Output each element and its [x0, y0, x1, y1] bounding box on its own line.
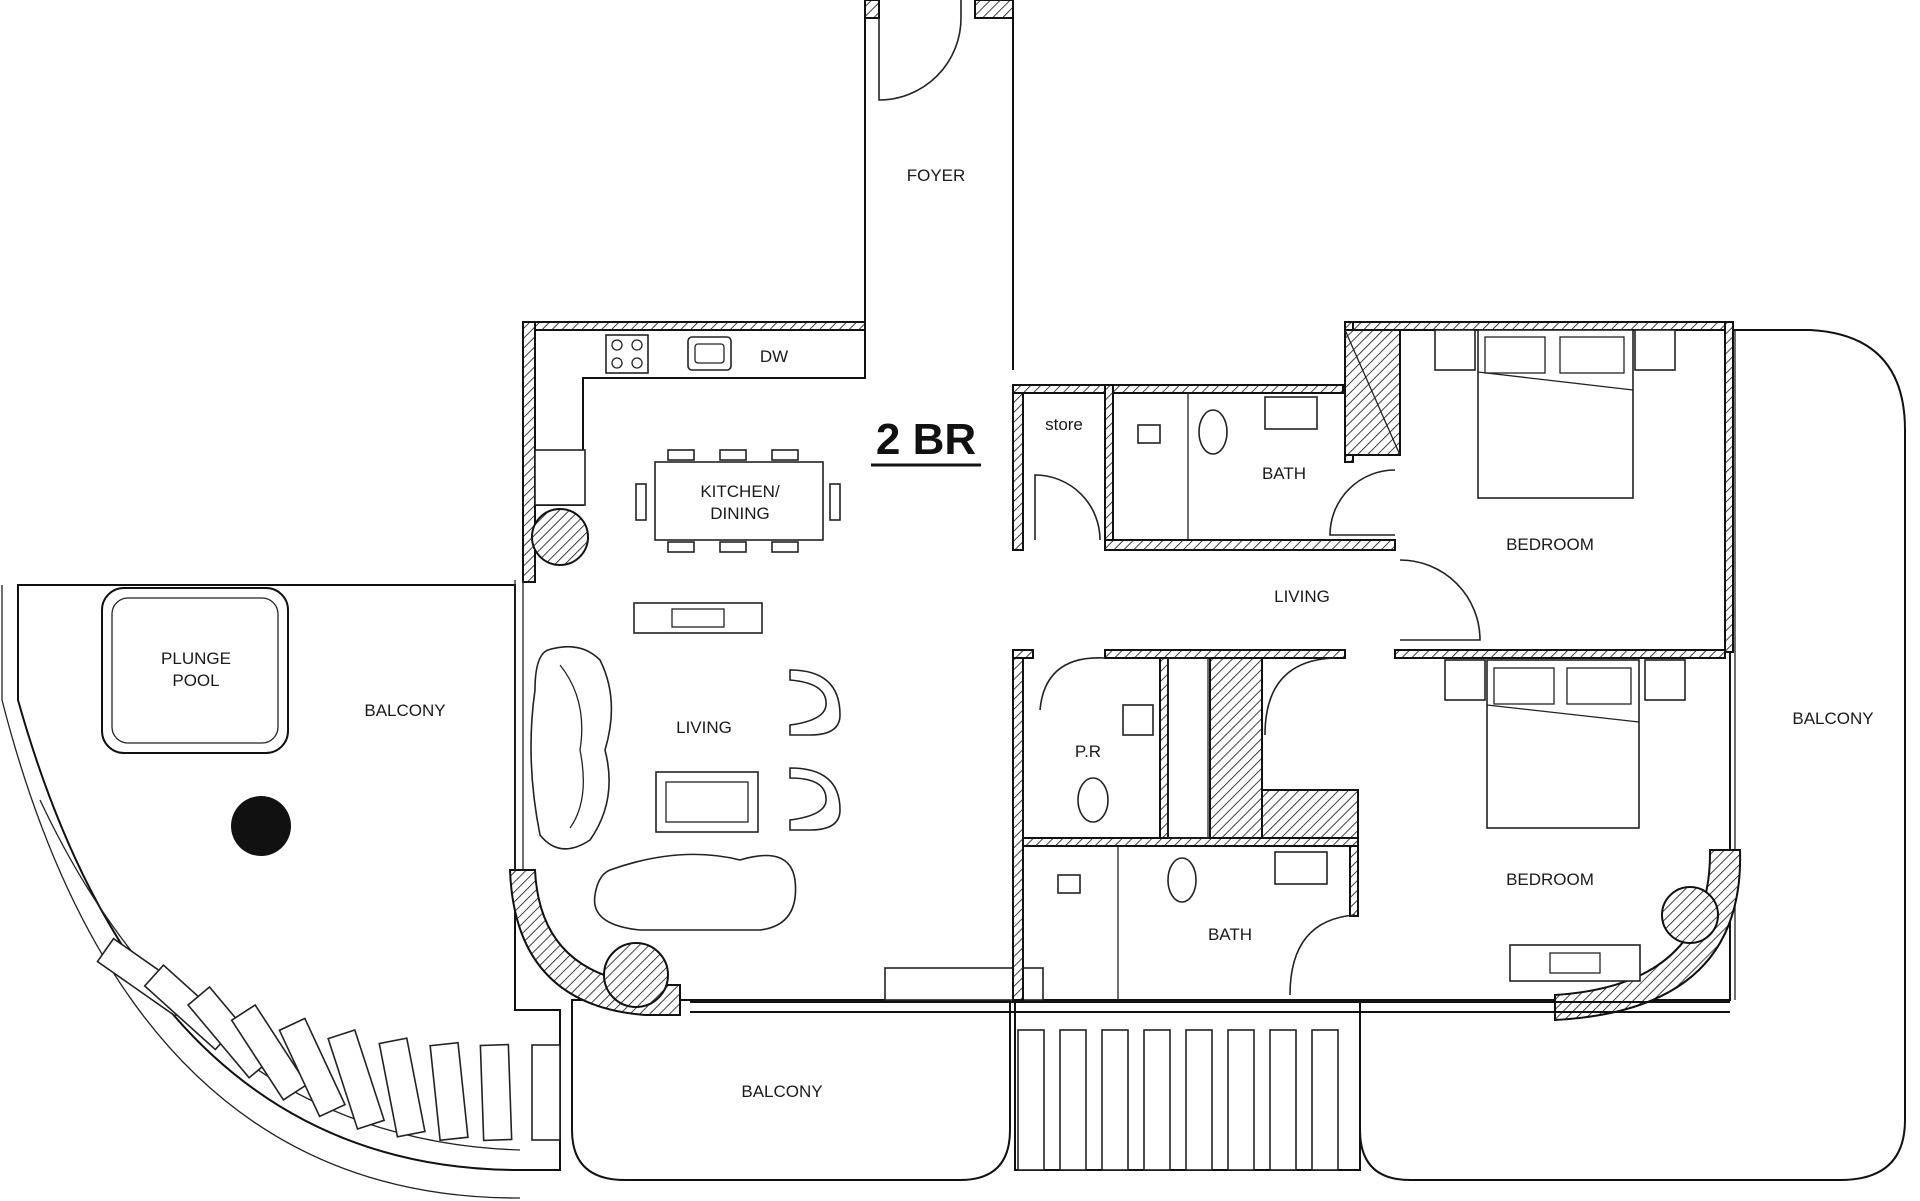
label-plunge-line1: PLUNGE [161, 649, 231, 668]
label-living-hall: LIVING [1274, 587, 1330, 606]
upper-right-wall [1724, 321, 1734, 653]
balcony-bottom-outline [571, 999, 1361, 1181]
plan-title: 2 BR [876, 415, 976, 464]
foyer-walls [864, 0, 1014, 370]
store-bath-upper-walls [1012, 329, 1401, 551]
label-balcony-bottom: BALCONY [741, 1082, 822, 1101]
label-bath-upper: BATH [1262, 464, 1306, 483]
kitchen-counter [531, 329, 866, 566]
pr-bath-lower-walls [1012, 649, 1359, 1001]
label-living-main: LIVING [676, 718, 732, 737]
bedroom-lower [1444, 659, 1719, 982]
label-balcony-left: BALCONY [364, 701, 445, 720]
label-balcony-right: BALCONY [1792, 709, 1873, 728]
label-bedroom-lower: BEDROOM [1506, 870, 1594, 889]
label-bath-lower: BATH [1208, 925, 1252, 944]
loungers-straight [1017, 1029, 1339, 1171]
label-foyer: FOYER [907, 166, 966, 185]
dining-table [635, 449, 841, 553]
label-plunge-line2: POOL [172, 671, 219, 690]
planter-dark [231, 796, 291, 856]
glazing-bottom [514, 580, 1730, 1013]
label-pr: P.R [1075, 742, 1101, 761]
label-bedroom-upper: BEDROOM [1506, 535, 1594, 554]
label-kitchen-line1: KITCHEN/ [700, 482, 780, 501]
label-kitchen-line2: DINING [710, 504, 770, 523]
plunge-pool [101, 587, 289, 754]
label-dw: DW [760, 347, 788, 366]
loungers-curved [96, 937, 561, 1142]
bedroom-divider [1394, 649, 1726, 659]
label-store: store [1045, 415, 1083, 434]
bedroom-upper [1399, 329, 1676, 641]
living-furniture [530, 602, 1044, 1008]
balcony-left-outline [1, 584, 561, 1199]
